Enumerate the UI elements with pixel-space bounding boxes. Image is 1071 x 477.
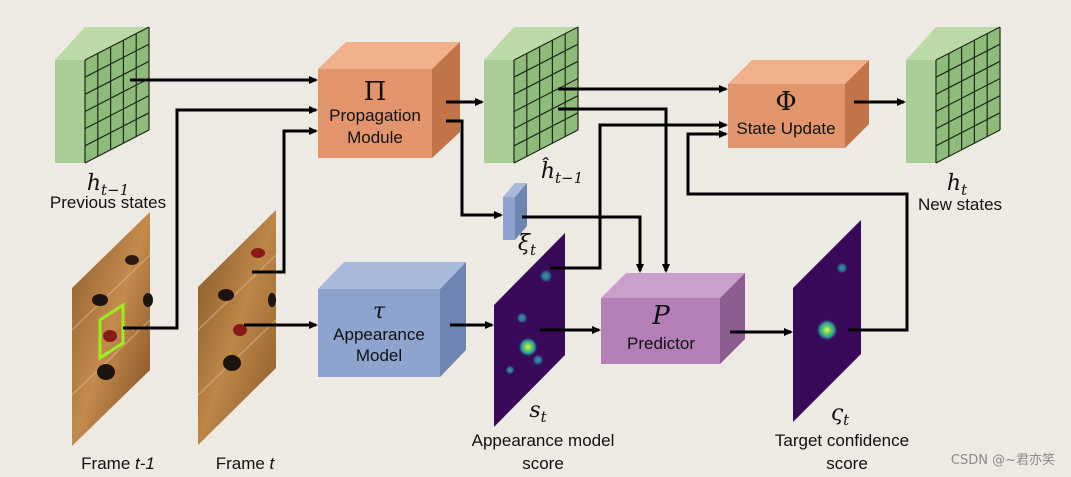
target-highlight-box — [98, 302, 125, 361]
propagation-module-box: Π Propagation Module — [318, 42, 460, 158]
xi-block — [503, 183, 527, 240]
state-update-label: State Update — [736, 119, 835, 138]
target-confidence-symbol: ςt — [831, 401, 850, 429]
appearance-score-heatmap — [494, 233, 565, 427]
new-states-symbol: ht — [947, 171, 968, 199]
predictor-symbol: P — [651, 301, 670, 331]
propagated-states-symbol: ĥt−1 — [541, 157, 583, 187]
previous-states-symbol: ht−1 — [87, 171, 129, 199]
target-confidence-label-1: Target confidence — [775, 431, 909, 450]
state-update-box: Φ State Update — [728, 60, 869, 148]
arrows — [123, 76, 909, 336]
previous-states-grid — [55, 26, 150, 164]
appearance-score-label-1: Appearance model — [472, 431, 615, 450]
predictor-label: Predictor — [627, 334, 695, 353]
predictor-box: P Predictor — [601, 273, 745, 364]
frame-t-minus-1-image — [71, 212, 153, 446]
xi-symbol: ξt — [518, 231, 537, 259]
appearance-score-label-2: score — [522, 454, 564, 473]
appearance-model-symbol: τ — [373, 299, 386, 324]
frame-t-minus-1-label: Frame t-1 — [81, 454, 155, 473]
target-confidence-label-2: score — [826, 454, 868, 473]
new-states-label: New states — [918, 195, 1002, 214]
new-states-grid — [906, 26, 1001, 164]
propagation-module-symbol: Π — [364, 77, 387, 107]
state-update-symbol: Φ — [775, 87, 796, 117]
appearance-score-symbol: st — [529, 398, 547, 426]
previous-states-label: Previous states — [50, 193, 166, 212]
appearance-model-label-2: Model — [356, 346, 402, 365]
target-confidence-heatmap — [793, 220, 861, 422]
appearance-model-label-1: Appearance — [333, 325, 425, 344]
propagated-states-grid — [484, 26, 579, 164]
propagation-module-label-1: Propagation — [329, 106, 421, 125]
frame-t-label: Frame t — [216, 454, 276, 473]
appearance-model-box: τ Appearance Model — [318, 262, 466, 377]
watermark: CSDN @~君亦笑 — [951, 452, 1055, 468]
frame-t-image — [197, 210, 277, 445]
propagation-module-label-2: Module — [347, 128, 403, 147]
